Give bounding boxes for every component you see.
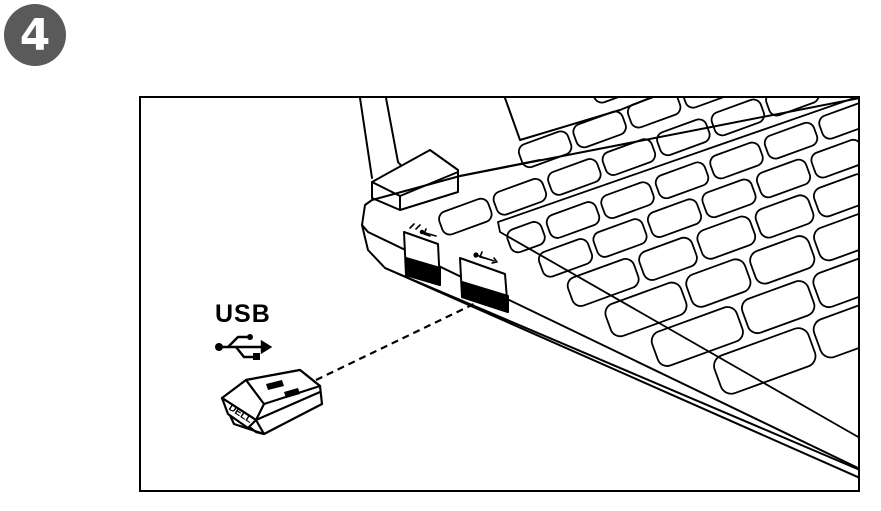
usb-label: USB — [215, 300, 271, 328]
keyboard — [438, 98, 858, 438]
insertion-guide-line — [315, 301, 479, 381]
usb-3-port — [403, 231, 441, 286]
step-number-badge: 4 — [4, 4, 66, 66]
usb-port-icon — [473, 251, 498, 264]
usb-dongle — [220, 368, 324, 436]
usb-trident-icon — [215, 334, 273, 360]
step-number: 4 — [19, 10, 51, 61]
usb-2-port — [459, 257, 509, 313]
usb-superspeed-icon — [409, 223, 437, 237]
